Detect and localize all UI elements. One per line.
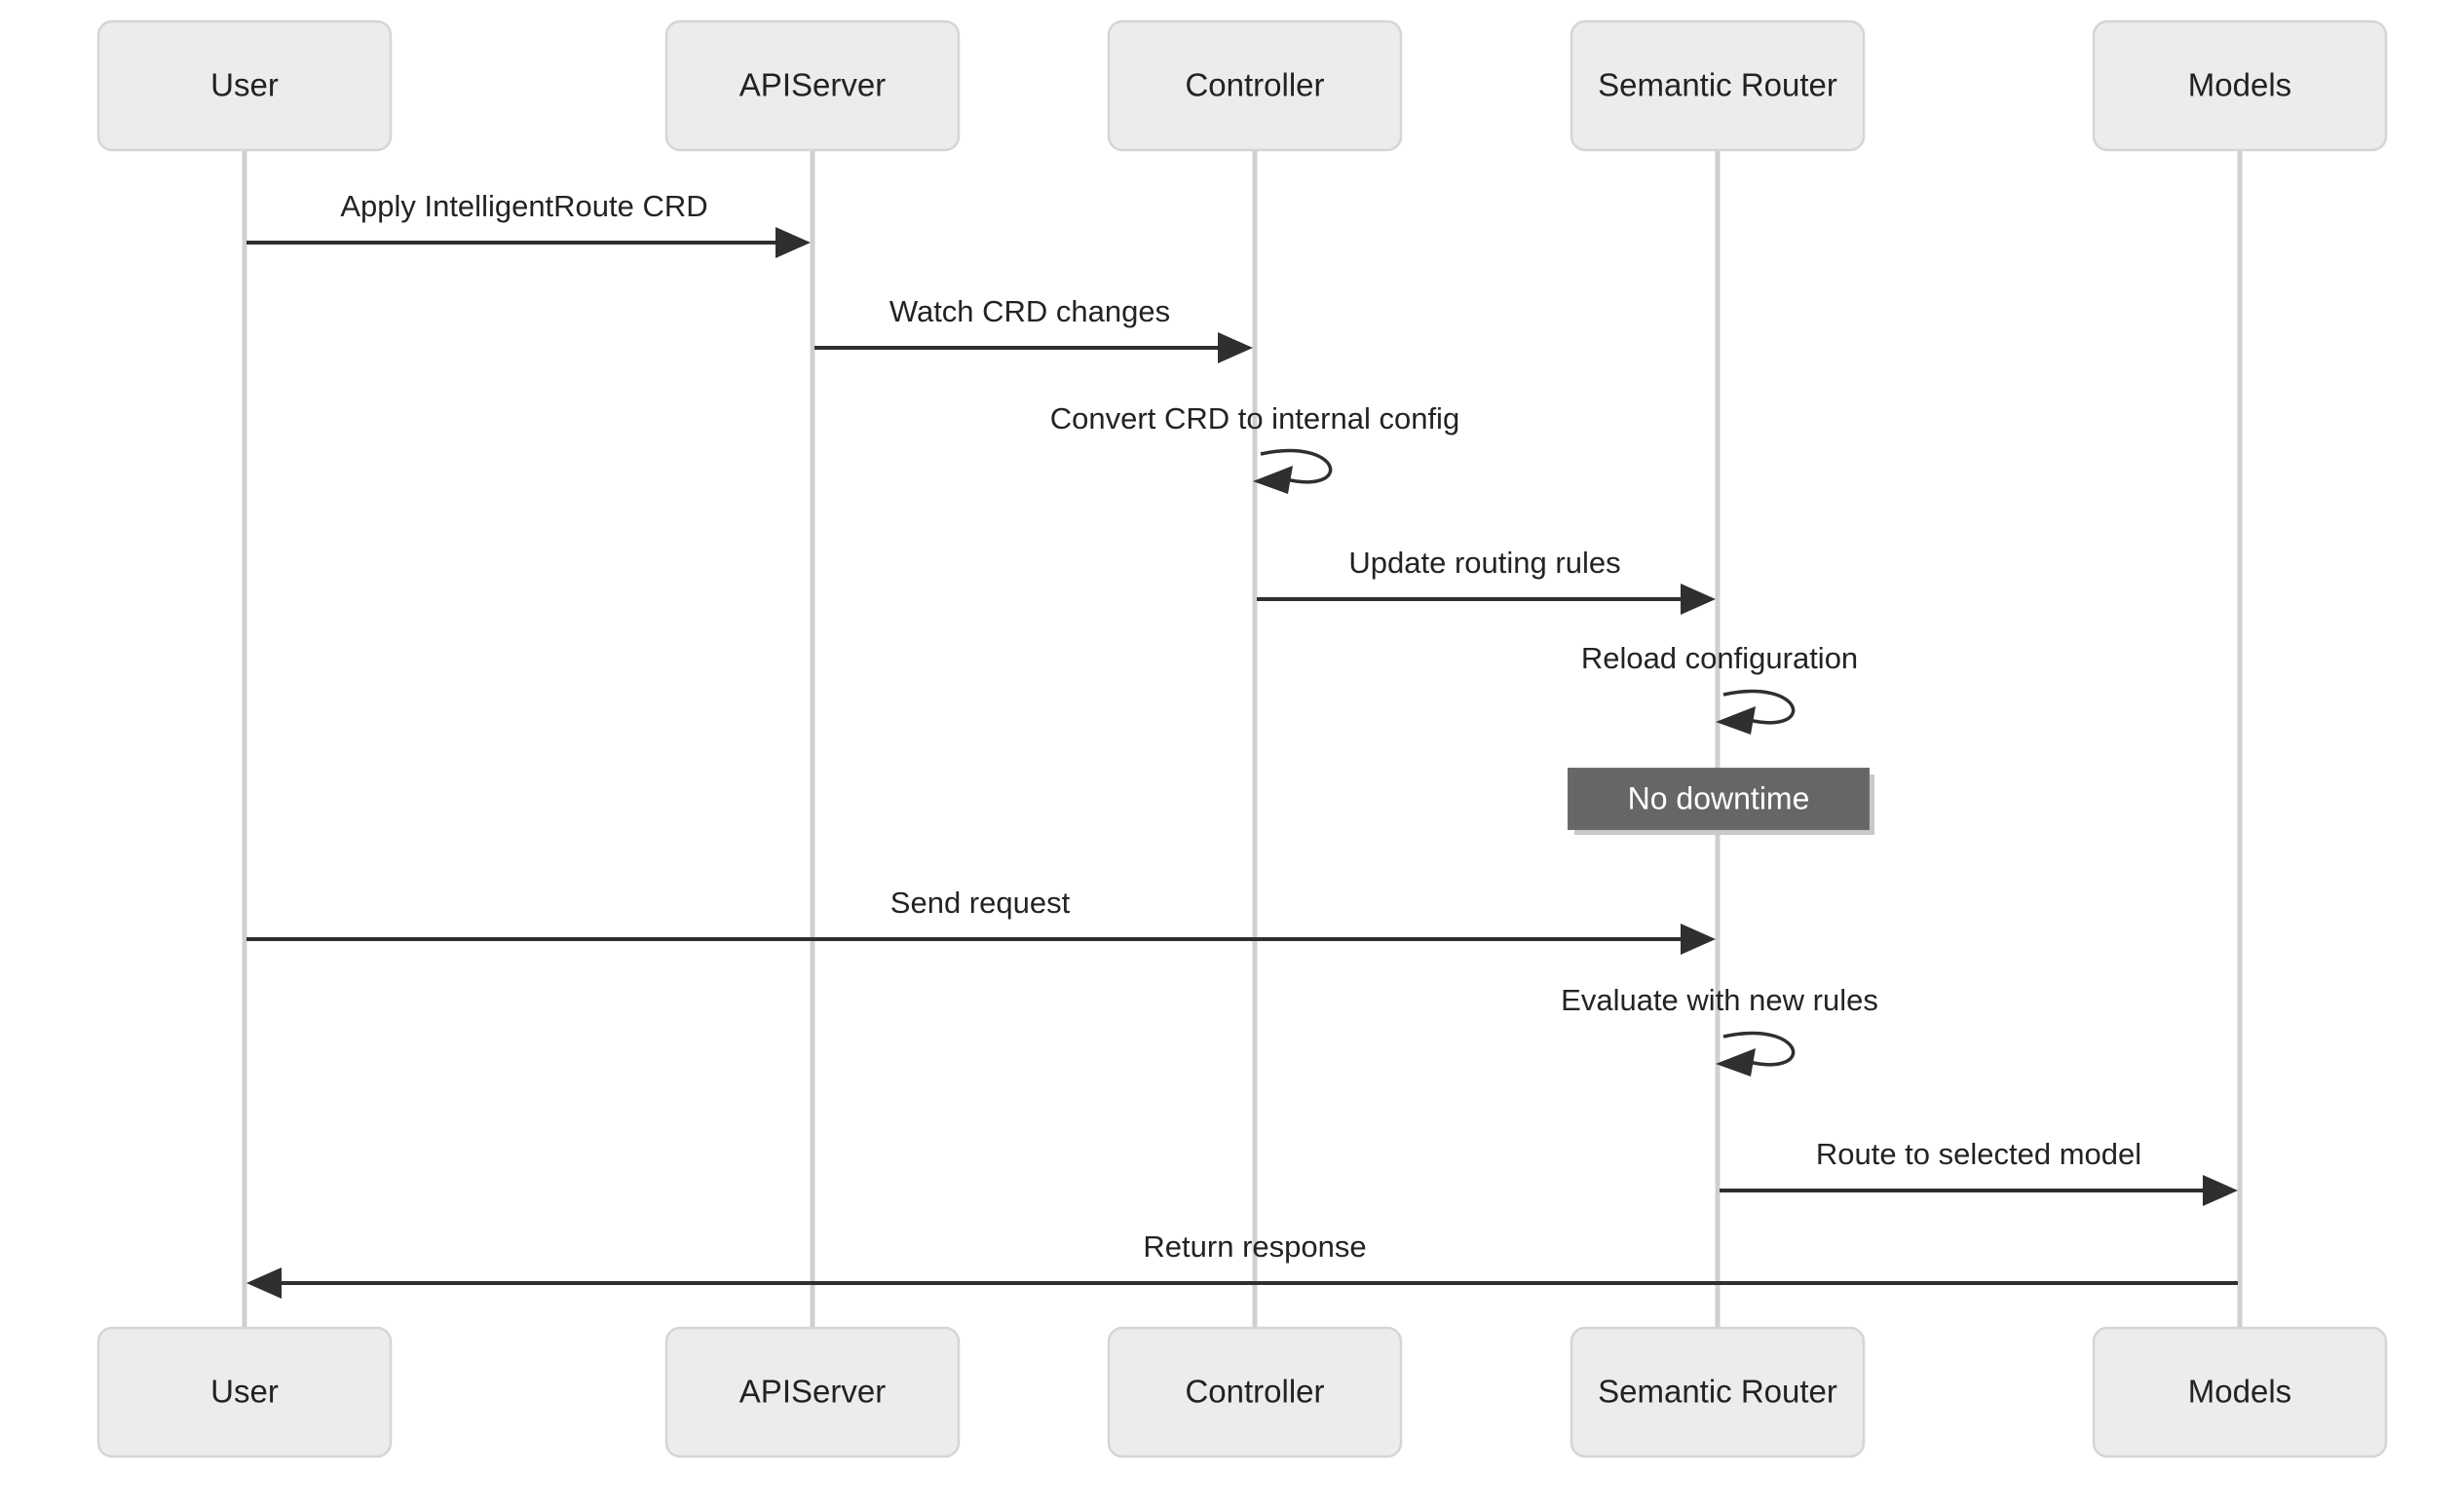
message-label: Watch CRD changes <box>889 294 1170 328</box>
participant-top-user[interactable]: User <box>96 19 393 152</box>
participant-label: APIServer <box>739 67 886 103</box>
participant-top-models[interactable]: Models <box>2092 19 2388 152</box>
note-label: No downtime <box>1628 780 1810 815</box>
message-reload-configuration[interactable]: Reload configuration <box>1581 641 1858 735</box>
participant-label: Semantic Router <box>1598 67 1837 103</box>
participant-top-apiserver[interactable]: APIServer <box>664 19 961 152</box>
participant-box[interactable] <box>1107 1326 1403 1458</box>
participant-label: Controller <box>1185 1374 1324 1410</box>
participant-box[interactable] <box>2092 1326 2388 1458</box>
arrowhead-right-icon <box>1218 332 1253 363</box>
participants-top: User APIServer Controller Semantic Route… <box>96 19 2388 152</box>
note-no-downtime[interactable]: No downtime <box>1568 768 1874 835</box>
participant-bottom-user[interactable]: User <box>96 1326 393 1458</box>
arrowhead-left-icon <box>1253 466 1293 494</box>
participant-bottom-controller[interactable]: Controller <box>1107 1326 1403 1458</box>
self-loop-path <box>1722 689 1796 725</box>
message-label: Convert CRD to internal config <box>1050 401 1459 435</box>
participant-box[interactable] <box>1570 19 1866 152</box>
arrowhead-right-icon <box>776 227 811 258</box>
arrowhead-right-icon <box>2203 1175 2238 1206</box>
participant-top-semantic-router[interactable]: Semantic Router <box>1570 19 1866 152</box>
message-apply-intelligentroute-crd[interactable]: Apply IntelligentRoute CRD <box>246 189 811 258</box>
participant-bottom-semantic-router[interactable]: Semantic Router <box>1570 1326 1866 1458</box>
arrowhead-left-icon <box>246 1267 282 1299</box>
message-label: Return response <box>1143 1229 1366 1264</box>
participant-box[interactable] <box>96 1326 393 1458</box>
message-convert-crd-to-internal-config[interactable]: Convert CRD to internal config <box>1050 401 1459 494</box>
participants-bottom: User APIServer Controller Semantic Route… <box>96 1326 2388 1458</box>
participant-label: APIServer <box>739 1374 886 1410</box>
message-label: Apply IntelligentRoute CRD <box>340 189 707 223</box>
participant-label: Models <box>2188 67 2291 103</box>
participant-label: Semantic Router <box>1598 1374 1837 1410</box>
message-label: Send request <box>890 886 1071 920</box>
participant-box[interactable] <box>1107 19 1403 152</box>
arrowhead-left-icon <box>1716 1048 1756 1077</box>
participant-bottom-apiserver[interactable]: APIServer <box>664 1326 961 1458</box>
arrowhead-right-icon <box>1681 584 1716 615</box>
participant-label: User <box>210 67 279 103</box>
self-loop-path <box>1722 1031 1796 1067</box>
message-route-to-selected-model[interactable]: Route to selected model <box>1720 1137 2238 1206</box>
message-label: Reload configuration <box>1581 641 1858 675</box>
participant-top-controller[interactable]: Controller <box>1107 19 1403 152</box>
message-update-routing-rules[interactable]: Update routing rules <box>1257 546 1716 615</box>
participant-bottom-models[interactable]: Models <box>2092 1326 2388 1458</box>
participant-label: Controller <box>1185 67 1324 103</box>
participant-box[interactable] <box>664 1326 961 1458</box>
arrowhead-left-icon <box>1716 706 1756 735</box>
message-send-request[interactable]: Send request <box>246 886 1716 955</box>
arrowhead-right-icon <box>1681 924 1716 955</box>
message-label: Update routing rules <box>1348 546 1620 580</box>
participant-box[interactable] <box>96 19 393 152</box>
participant-box[interactable] <box>1570 1326 1866 1458</box>
participant-box[interactable] <box>664 19 961 152</box>
message-watch-crd-changes[interactable]: Watch CRD changes <box>814 294 1253 363</box>
lifelines-group <box>242 151 2243 1328</box>
message-evaluate-with-new-rules[interactable]: Evaluate with new rules <box>1561 983 1878 1077</box>
self-loop-path <box>1260 448 1333 484</box>
participant-box[interactable] <box>2092 19 2388 152</box>
message-label: Route to selected model <box>1816 1137 2141 1171</box>
participant-label: Models <box>2188 1374 2291 1410</box>
participant-label: User <box>210 1374 279 1410</box>
message-return-response[interactable]: Return response <box>246 1229 2238 1299</box>
message-label: Evaluate with new rules <box>1561 983 1878 1017</box>
note-box[interactable] <box>1568 768 1870 830</box>
